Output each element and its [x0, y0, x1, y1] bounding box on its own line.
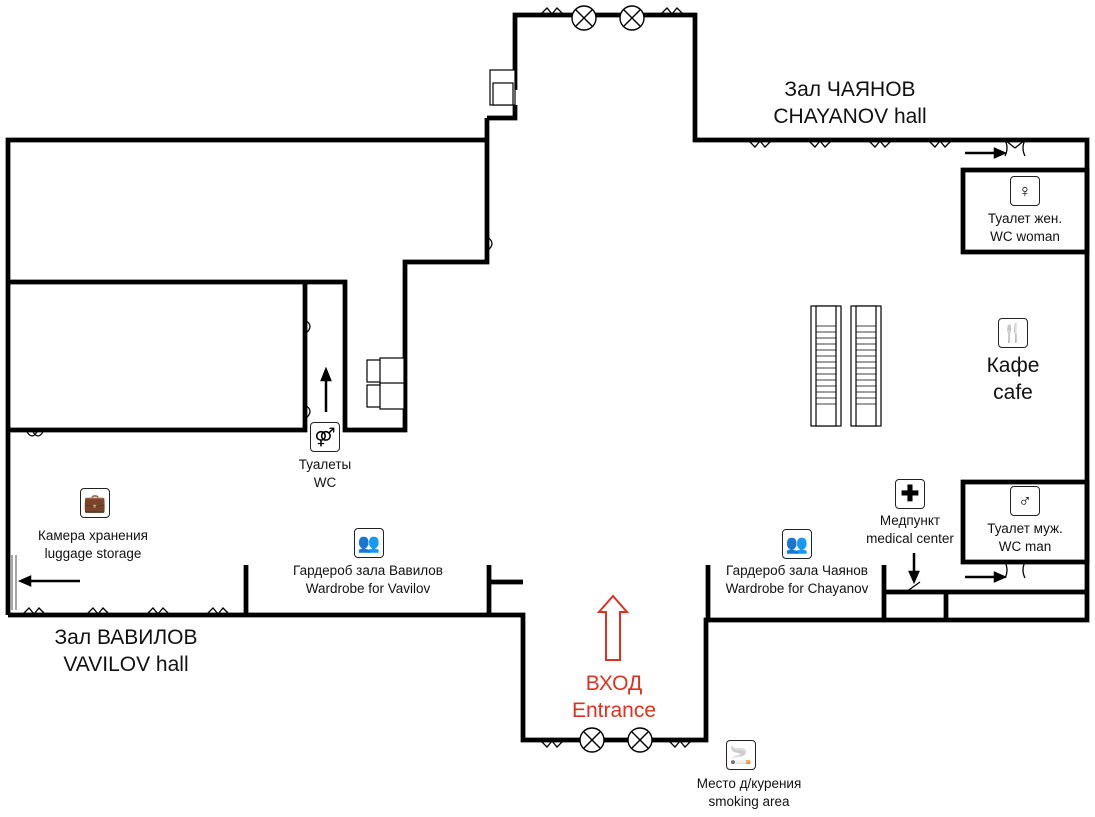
wc-man-ru: Туалет муж.	[987, 521, 1063, 536]
wardrobe-icon: 👥	[354, 528, 384, 558]
wc-en: WC	[313, 475, 337, 491]
medical-label: Медпункт medical center	[866, 512, 954, 548]
wardrobe-vavilov-en: Wardrobe for Vavilov	[305, 581, 431, 597]
luggage-label: Камера хранения luggage storage	[38, 527, 148, 563]
wc-woman-ru: Туалет жен.	[987, 211, 1063, 226]
smoking-label: Место д/курения smoking area	[697, 775, 802, 811]
suitcase-icon: 💼	[80, 488, 110, 518]
doors	[21, 7, 1026, 748]
direction-arrows	[17, 147, 1008, 587]
medical-ru: Медпункт	[879, 513, 941, 528]
wc-man-label: Туалет муж. WC man	[987, 520, 1063, 556]
entrance-en: Entrance	[571, 699, 657, 723]
entrance-arrow	[596, 594, 630, 661]
woman-icon: ♀	[1010, 176, 1040, 206]
medical-en: medical center	[866, 531, 954, 547]
chayanov-ru: Зал ЧАЯНОВ	[784, 78, 916, 101]
cafe-en: cafe	[993, 381, 1033, 405]
entrance-ru: ВХОД	[585, 672, 643, 695]
elevators	[366, 69, 516, 410]
vavilov-hall-label: Зал ВАВИЛОВ VAVILOV hall	[55, 624, 198, 679]
entrance-label: ВХОД Entrance	[572, 670, 656, 725]
wardrobe-vavilov-label: Гардероб зала Вавилов Wardrobe for Vavil…	[293, 562, 443, 598]
wardrobe-vavilov-ru: Гардероб зала Вавилов	[293, 563, 443, 578]
wardrobe-chayanov-en: Wardrobe for Chayanov	[725, 581, 869, 597]
restroom-icon: ⚤	[310, 422, 340, 452]
escalators	[810, 305, 882, 427]
cross-icon: ✚	[895, 479, 925, 509]
cafe-ru: Кафе	[986, 354, 1040, 377]
cafe-label: Кафе cafe	[987, 352, 1040, 407]
fork-knife-icon: 🍴	[998, 318, 1028, 348]
wc-ru: Туалеты	[298, 457, 352, 472]
revolving-doors	[571, 5, 653, 753]
man-icon: ♂	[1010, 486, 1040, 516]
wardrobe-chayanov-ru: Гардероб зала Чаянов	[726, 563, 868, 578]
vavilov-ru: Зал ВАВИЛОВ	[54, 626, 198, 649]
vavilov-en: VAVILOV hall	[63, 653, 189, 677]
smoking-ru: Место д/курения	[696, 776, 802, 791]
luggage-en: luggage storage	[44, 546, 142, 562]
wc-woman-en: WC woman	[990, 229, 1060, 245]
wardrobe-icon: 👥	[782, 529, 812, 559]
wc-man-en: WC man	[998, 539, 1052, 555]
chayanov-en: CHAYANOV hall	[773, 105, 927, 129]
smoking-icon: 🚬	[726, 740, 756, 770]
wc-label: Туалеты WC	[299, 456, 351, 492]
wardrobe-chayanov-label: Гардероб зала Чаянов Wardrobe for Chayan…	[726, 562, 869, 598]
smoking-en: smoking area	[708, 794, 790, 810]
chayanov-hall-label: Зал ЧАЯНОВ CHAYANOV hall	[773, 76, 926, 131]
luggage-ru: Камера хранения	[38, 528, 148, 543]
wc-woman-label: Туалет жен. WC woman	[988, 210, 1062, 246]
